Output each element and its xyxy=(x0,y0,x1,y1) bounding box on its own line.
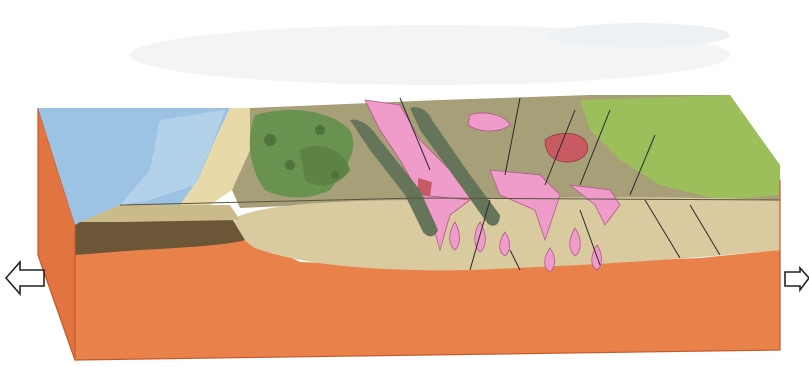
arrow-right-icon xyxy=(785,268,809,290)
sky-haze xyxy=(130,23,730,85)
arrow-left-icon xyxy=(6,262,44,294)
